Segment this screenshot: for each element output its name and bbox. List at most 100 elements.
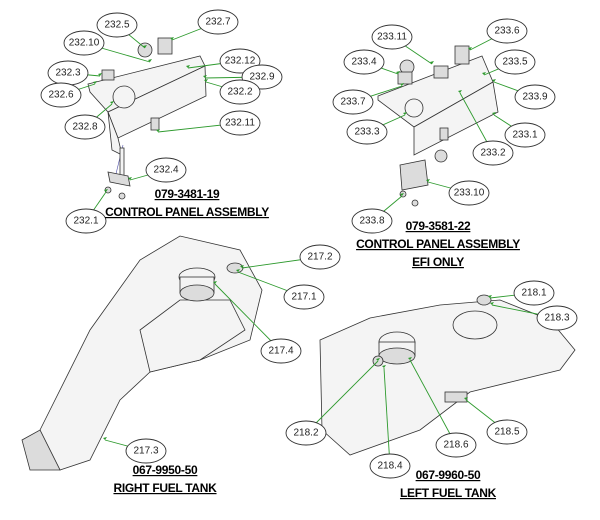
callout-bubble (536, 305, 578, 331)
arrowhead-icon (110, 101, 114, 104)
arrowhead-icon (93, 81, 97, 84)
assembly-title: EFI ONLY (412, 255, 464, 269)
callout-bubble (64, 114, 106, 140)
callout-bubble (260, 338, 302, 364)
arrowhead-icon (426, 179, 430, 182)
arrowhead-icon (408, 357, 412, 360)
callout-bubble (514, 84, 556, 110)
assembly-part-number: 079-3481-19 (155, 187, 220, 201)
callout-label: 233.2 (480, 148, 505, 159)
callout-bubble (40, 82, 82, 108)
callout-label: 217.2 (307, 252, 332, 263)
callout-bubble (63, 30, 105, 56)
callout-label: 232.6 (48, 90, 73, 101)
callout-233-7: 233.7 (332, 83, 404, 115)
right-fuel-tank-drawing (21, 235, 263, 471)
callout-bubble (125, 438, 167, 464)
callout-bubble (346, 119, 388, 145)
callout-217-2: 217.2 (240, 244, 341, 270)
arrowhead-icon (143, 45, 147, 48)
arrowhead-icon (376, 358, 380, 361)
callout-label: 233.7 (340, 97, 365, 108)
assembly-part-number: 067-9950-50 (133, 463, 198, 477)
callout-233-6: 233.6 (468, 18, 528, 51)
callout-label: 232.3 (55, 68, 80, 79)
arrowhead-icon (170, 37, 174, 40)
arrowhead-icon (213, 281, 217, 284)
callout-label: 232.10 (69, 38, 100, 49)
leader-line (214, 283, 282, 352)
callout-233-11: 233.11 (371, 24, 434, 65)
callout-bubble (299, 244, 341, 270)
callout-bubble (486, 18, 528, 44)
callout-bubble (219, 79, 261, 105)
callout-bubble (65, 208, 107, 234)
callout-218-3: 218.3 (490, 302, 578, 331)
callout-232-11: 232.11 (156, 110, 261, 136)
arrowhead-icon (403, 112, 407, 115)
arrowhead-icon (396, 71, 400, 74)
callout-bubble (197, 9, 239, 35)
callout-label: 232.4 (153, 165, 178, 176)
callout-233-9: 233.9 (492, 79, 556, 110)
callout-label: 232.11 (225, 118, 255, 129)
callout-232-8: 232.8 (64, 101, 114, 140)
callout-label: 233.11 (377, 32, 407, 43)
left-fuel-tank-drawing (319, 294, 576, 456)
arrowhead-icon (458, 90, 462, 93)
callout-label: 233.4 (351, 57, 376, 68)
callout-233-3: 233.3 (346, 112, 407, 145)
assembly-title: CONTROL PANEL ASSEMBLY (356, 237, 520, 251)
callout-232-10: 232.10 (63, 30, 152, 63)
callout-label: 233.1 (512, 130, 537, 141)
callout-bubble (472, 140, 514, 166)
arrowhead-icon (430, 61, 434, 64)
callout-bubble (343, 49, 385, 75)
assembly-title: LEFT FUEL TANK (400, 486, 497, 500)
callout-217-1: 217.1 (236, 269, 325, 310)
callout-bubble (351, 208, 393, 234)
callout-217-3: 217.3 (103, 437, 167, 464)
callout-bubble (369, 453, 411, 479)
callout-bubble (504, 122, 546, 148)
callout-label: 218.1 (521, 288, 546, 299)
callout-label: 233.9 (522, 92, 547, 103)
callout-label: 233.3 (354, 127, 379, 138)
arrowhead-icon (400, 193, 404, 196)
control-panel-assembly-1-drawing (87, 37, 207, 200)
assembly-title: CONTROL PANEL ASSEMBLY (105, 205, 269, 219)
callout-bubble (283, 284, 325, 310)
callout-label: 232.8 (72, 122, 97, 133)
callout-233-1: 233.1 (492, 112, 546, 148)
callout-233-5: 233.5 (482, 49, 536, 76)
callout-217-4: 217.4 (213, 281, 302, 364)
callout-label: 218.6 (443, 440, 468, 451)
arrowhead-icon (203, 75, 207, 78)
leader-line (383, 367, 391, 467)
callout-bubble (96, 12, 138, 38)
arrowhead-icon (400, 83, 404, 86)
callout-232-2: 232.2 (204, 79, 261, 105)
callout-233-2: 233.2 (458, 90, 514, 166)
callout-label: 232.12 (225, 56, 256, 67)
callout-bubble (371, 24, 413, 50)
callout-bubble (435, 432, 477, 458)
callout-label: 218.2 (293, 428, 318, 439)
callout-label: 218.5 (494, 427, 519, 438)
callout-218-2: 218.2 (285, 358, 380, 446)
control-panel-assembly-2-drawing (377, 45, 499, 207)
arrowhead-icon (492, 79, 496, 82)
callout-label: 217.4 (268, 346, 293, 357)
arrowhead-icon (204, 79, 208, 82)
callout-label: 233.5 (502, 57, 527, 68)
callout-label: 218.4 (377, 461, 402, 472)
callout-232-3: 232.3 (47, 60, 102, 86)
leader-line (409, 359, 457, 446)
arrowhead-icon (186, 65, 190, 68)
callout-label: 233.10 (454, 188, 485, 199)
assembly-title: RIGHT FUEL TANK (113, 481, 217, 495)
arrowhead-icon (468, 47, 472, 50)
arrowhead-icon (492, 112, 496, 115)
callout-label: 232.9 (249, 72, 274, 83)
callout-label: 233.6 (494, 26, 519, 37)
